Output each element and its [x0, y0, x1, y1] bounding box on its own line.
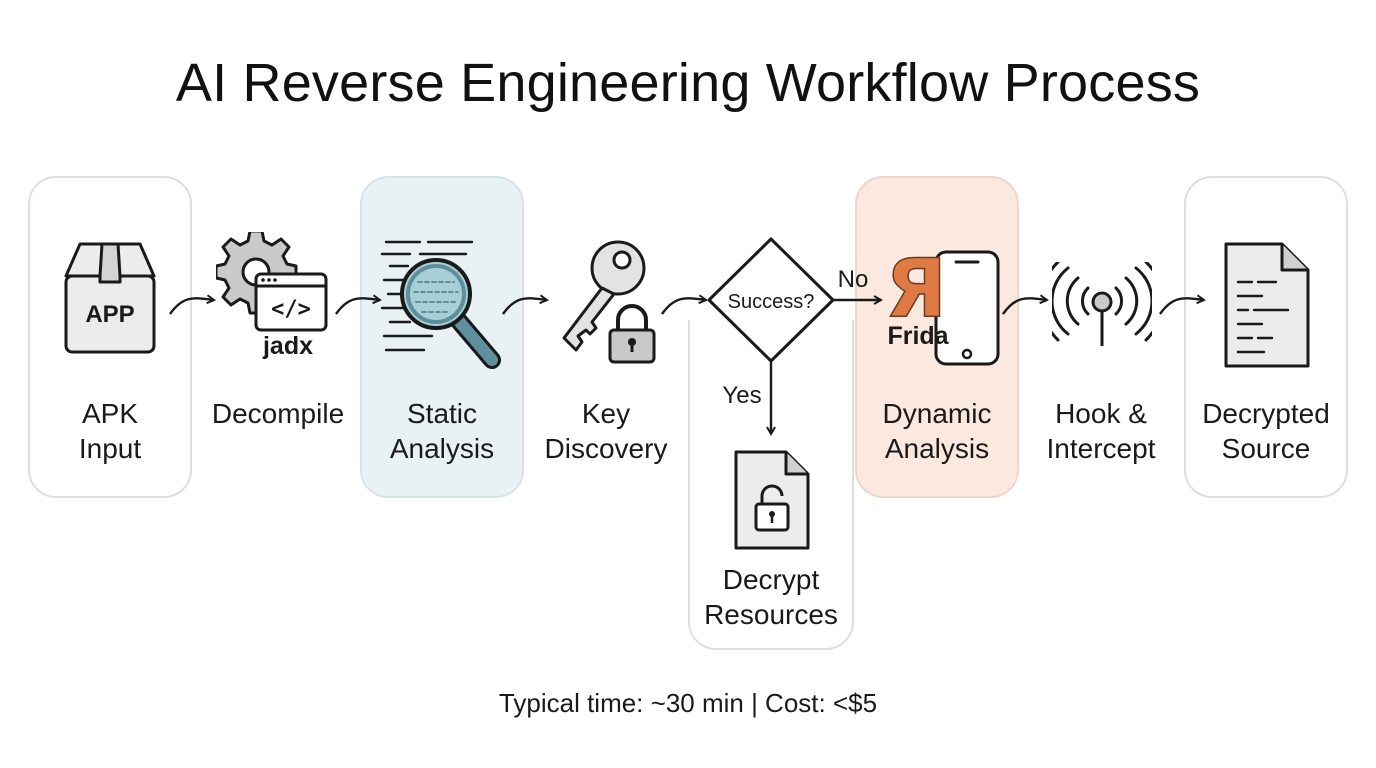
- code-symbol: </>: [271, 297, 311, 322]
- frida-logo: Я: [885, 242, 947, 335]
- arrow-2: [335, 298, 380, 315]
- card-decrypt-resources: [688, 320, 854, 650]
- page-title: AI Reverse Engineering Workflow Process: [175, 53, 1201, 113]
- arrow-6: [1159, 298, 1204, 315]
- unlocked-file-icon: [734, 450, 810, 550]
- step-label-key-discovery: Key Discovery: [544, 398, 668, 464]
- step-label-decrypted-source: Decrypted Source: [1202, 398, 1330, 464]
- frida-phone-icon: Я Frida: [884, 241, 1000, 366]
- key-lock-icon: [562, 240, 656, 364]
- step-label-hook-intercept: Hook & Intercept: [1046, 398, 1156, 464]
- step-label-static-analysis: Static Analysis: [389, 398, 495, 464]
- jadx-label: jadx: [262, 332, 313, 360]
- source-document-icon: [1224, 242, 1310, 368]
- footer-note: Typical time: ~30 min | Cost: <$5: [498, 688, 878, 718]
- app-box-text: APP: [85, 301, 134, 328]
- step-label-dynamic-analysis: Dynamic Analysis: [882, 398, 992, 464]
- branch-label-decrypt-resources: Decrypt Resources: [704, 564, 838, 630]
- app-package-icon: APP: [64, 242, 156, 354]
- arrow-4: [661, 298, 706, 315]
- arrow-5: [1002, 298, 1047, 315]
- step-label-apk-input: APK Input: [78, 398, 142, 464]
- decompile-gear-code-icon: </> jadx: [216, 232, 328, 360]
- arrow-3: [502, 298, 547, 315]
- decision-yes-label: Yes: [722, 382, 762, 409]
- antenna-signal-icon: [1052, 262, 1152, 346]
- decision-no-label: No: [837, 266, 869, 293]
- frida-label: Frida: [887, 322, 949, 350]
- decision-question: Success?: [728, 291, 815, 313]
- decision-diamond: Success?: [707, 237, 835, 363]
- magnifier-icon: [380, 240, 501, 369]
- step-label-decompile: Decompile: [211, 398, 345, 429]
- arrow-1: [169, 298, 214, 315]
